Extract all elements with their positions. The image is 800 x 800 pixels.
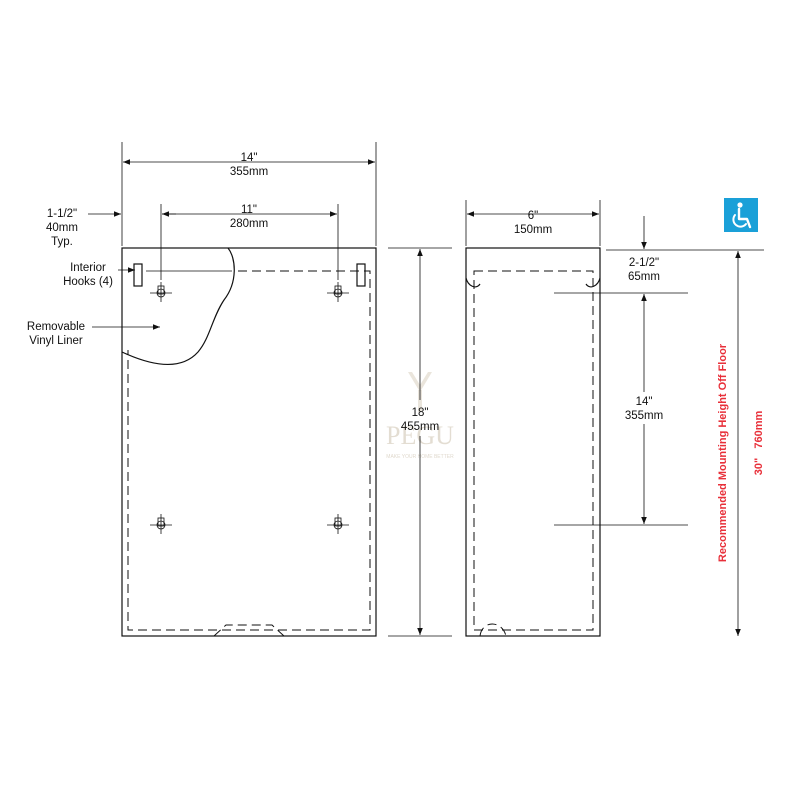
width-imperial: 14" xyxy=(241,152,258,164)
side-offset-note: Typ. xyxy=(51,236,73,248)
side-hook-left xyxy=(465,277,481,288)
hook-spacing-imperial: 11" xyxy=(241,204,257,216)
height-metric: 455mm xyxy=(401,421,439,433)
mounting-hole-bottom-right xyxy=(327,514,349,534)
wheelchair-accessible-icon xyxy=(724,198,758,232)
mounting-hole-bottom-left xyxy=(150,514,172,534)
side-bottom-tab xyxy=(479,623,507,637)
top-offset-metric: 65mm xyxy=(628,271,660,283)
side-offset-imperial: 1-1/2" xyxy=(47,208,77,220)
depth-imperial: 6" xyxy=(528,210,538,222)
side-liner-dashed xyxy=(473,270,594,631)
hook-spacing-metric: 280mm xyxy=(230,218,268,230)
liner-callout-line2: Vinyl Liner xyxy=(29,335,83,347)
liner-callout-line1: Removable xyxy=(27,321,85,333)
hook-top-right xyxy=(356,263,366,287)
hooks-callout-line2: Hooks (4) xyxy=(63,276,113,288)
width-metric: 355mm xyxy=(230,166,268,178)
front-view xyxy=(121,247,377,637)
side-view xyxy=(465,247,601,637)
mounting-hole-top-left xyxy=(150,282,172,302)
depth-metric: 150mm xyxy=(514,224,552,236)
side-hook-right xyxy=(585,277,601,288)
hook-top-left xyxy=(133,263,143,287)
height-imperial: 18" xyxy=(412,407,429,419)
hooks-callout-line1: Interior xyxy=(70,262,106,274)
hook-vertical-imperial: 14" xyxy=(636,396,653,408)
mounting-hole-top-right xyxy=(327,282,349,302)
front-liner-dashed xyxy=(127,270,371,631)
side-outline xyxy=(465,247,601,637)
side-offset-metric: 40mm xyxy=(46,222,78,234)
front-bottom-tab xyxy=(213,624,285,637)
top-offset-imperial: 2-1/2" xyxy=(629,257,659,269)
front-outline xyxy=(121,247,377,637)
liner-cutaway xyxy=(121,247,235,365)
hook-vertical-metric: 355mm xyxy=(625,410,663,422)
mounting-height-label: Recommended Mounting Height Off Floor xyxy=(717,343,729,562)
mounting-height-value: 30" 760mm xyxy=(753,411,765,476)
